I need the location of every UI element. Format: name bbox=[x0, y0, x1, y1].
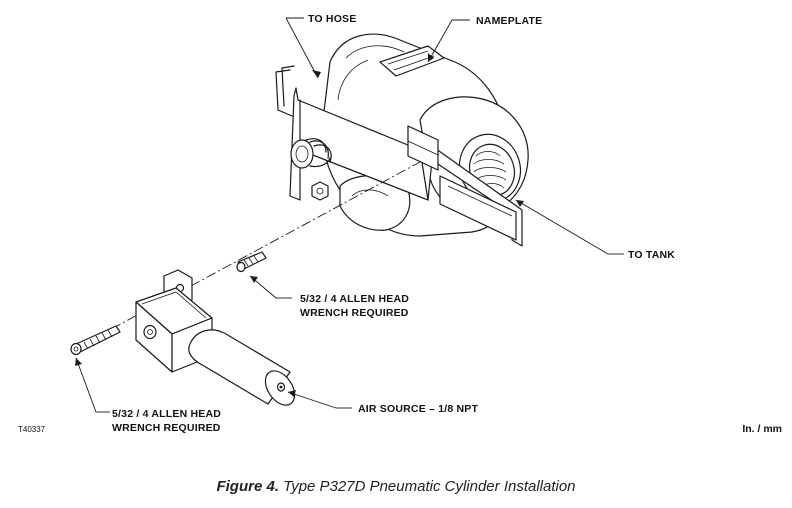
alignment-centerline bbox=[79, 161, 421, 347]
label-nameplate: NAMEPLATE bbox=[476, 15, 542, 27]
label-allen-upper-line1: 5/32 / 4 ALLEN HEAD bbox=[300, 293, 409, 305]
label-allen-lower-line2: WRENCH REQUIRED bbox=[112, 422, 221, 434]
upper-set-screw-icon bbox=[236, 251, 267, 273]
pneumatic-cylinder bbox=[135, 269, 296, 406]
label-air-source: AIR SOURCE – 1/8 NPT bbox=[358, 403, 478, 415]
label-allen-lower-line1: 5/32 / 4 ALLEN HEAD bbox=[112, 408, 221, 420]
figure-number: Figure 4. bbox=[216, 478, 279, 495]
figure-title: Type P327D Pneumatic Cylinder Installati… bbox=[283, 478, 576, 495]
lower-set-screw-icon bbox=[70, 325, 121, 356]
hex-nut-icon bbox=[311, 181, 329, 201]
hose-fitting-coil-icon bbox=[290, 138, 332, 169]
figure-caption: Figure 4. Type P327D Pneumatic Cylinder … bbox=[0, 478, 792, 495]
hex-socket-icon bbox=[143, 324, 157, 340]
label-to-hose: TO HOSE bbox=[308, 13, 356, 25]
leader-lines bbox=[75, 17, 624, 413]
mounting-bracket bbox=[275, 65, 523, 247]
drawing-number: T40337 bbox=[18, 425, 46, 434]
units-label: In. / mm bbox=[742, 423, 782, 435]
label-to-tank: TO TANK bbox=[628, 249, 675, 261]
label-allen-upper-line2: WRENCH REQUIRED bbox=[300, 307, 409, 319]
